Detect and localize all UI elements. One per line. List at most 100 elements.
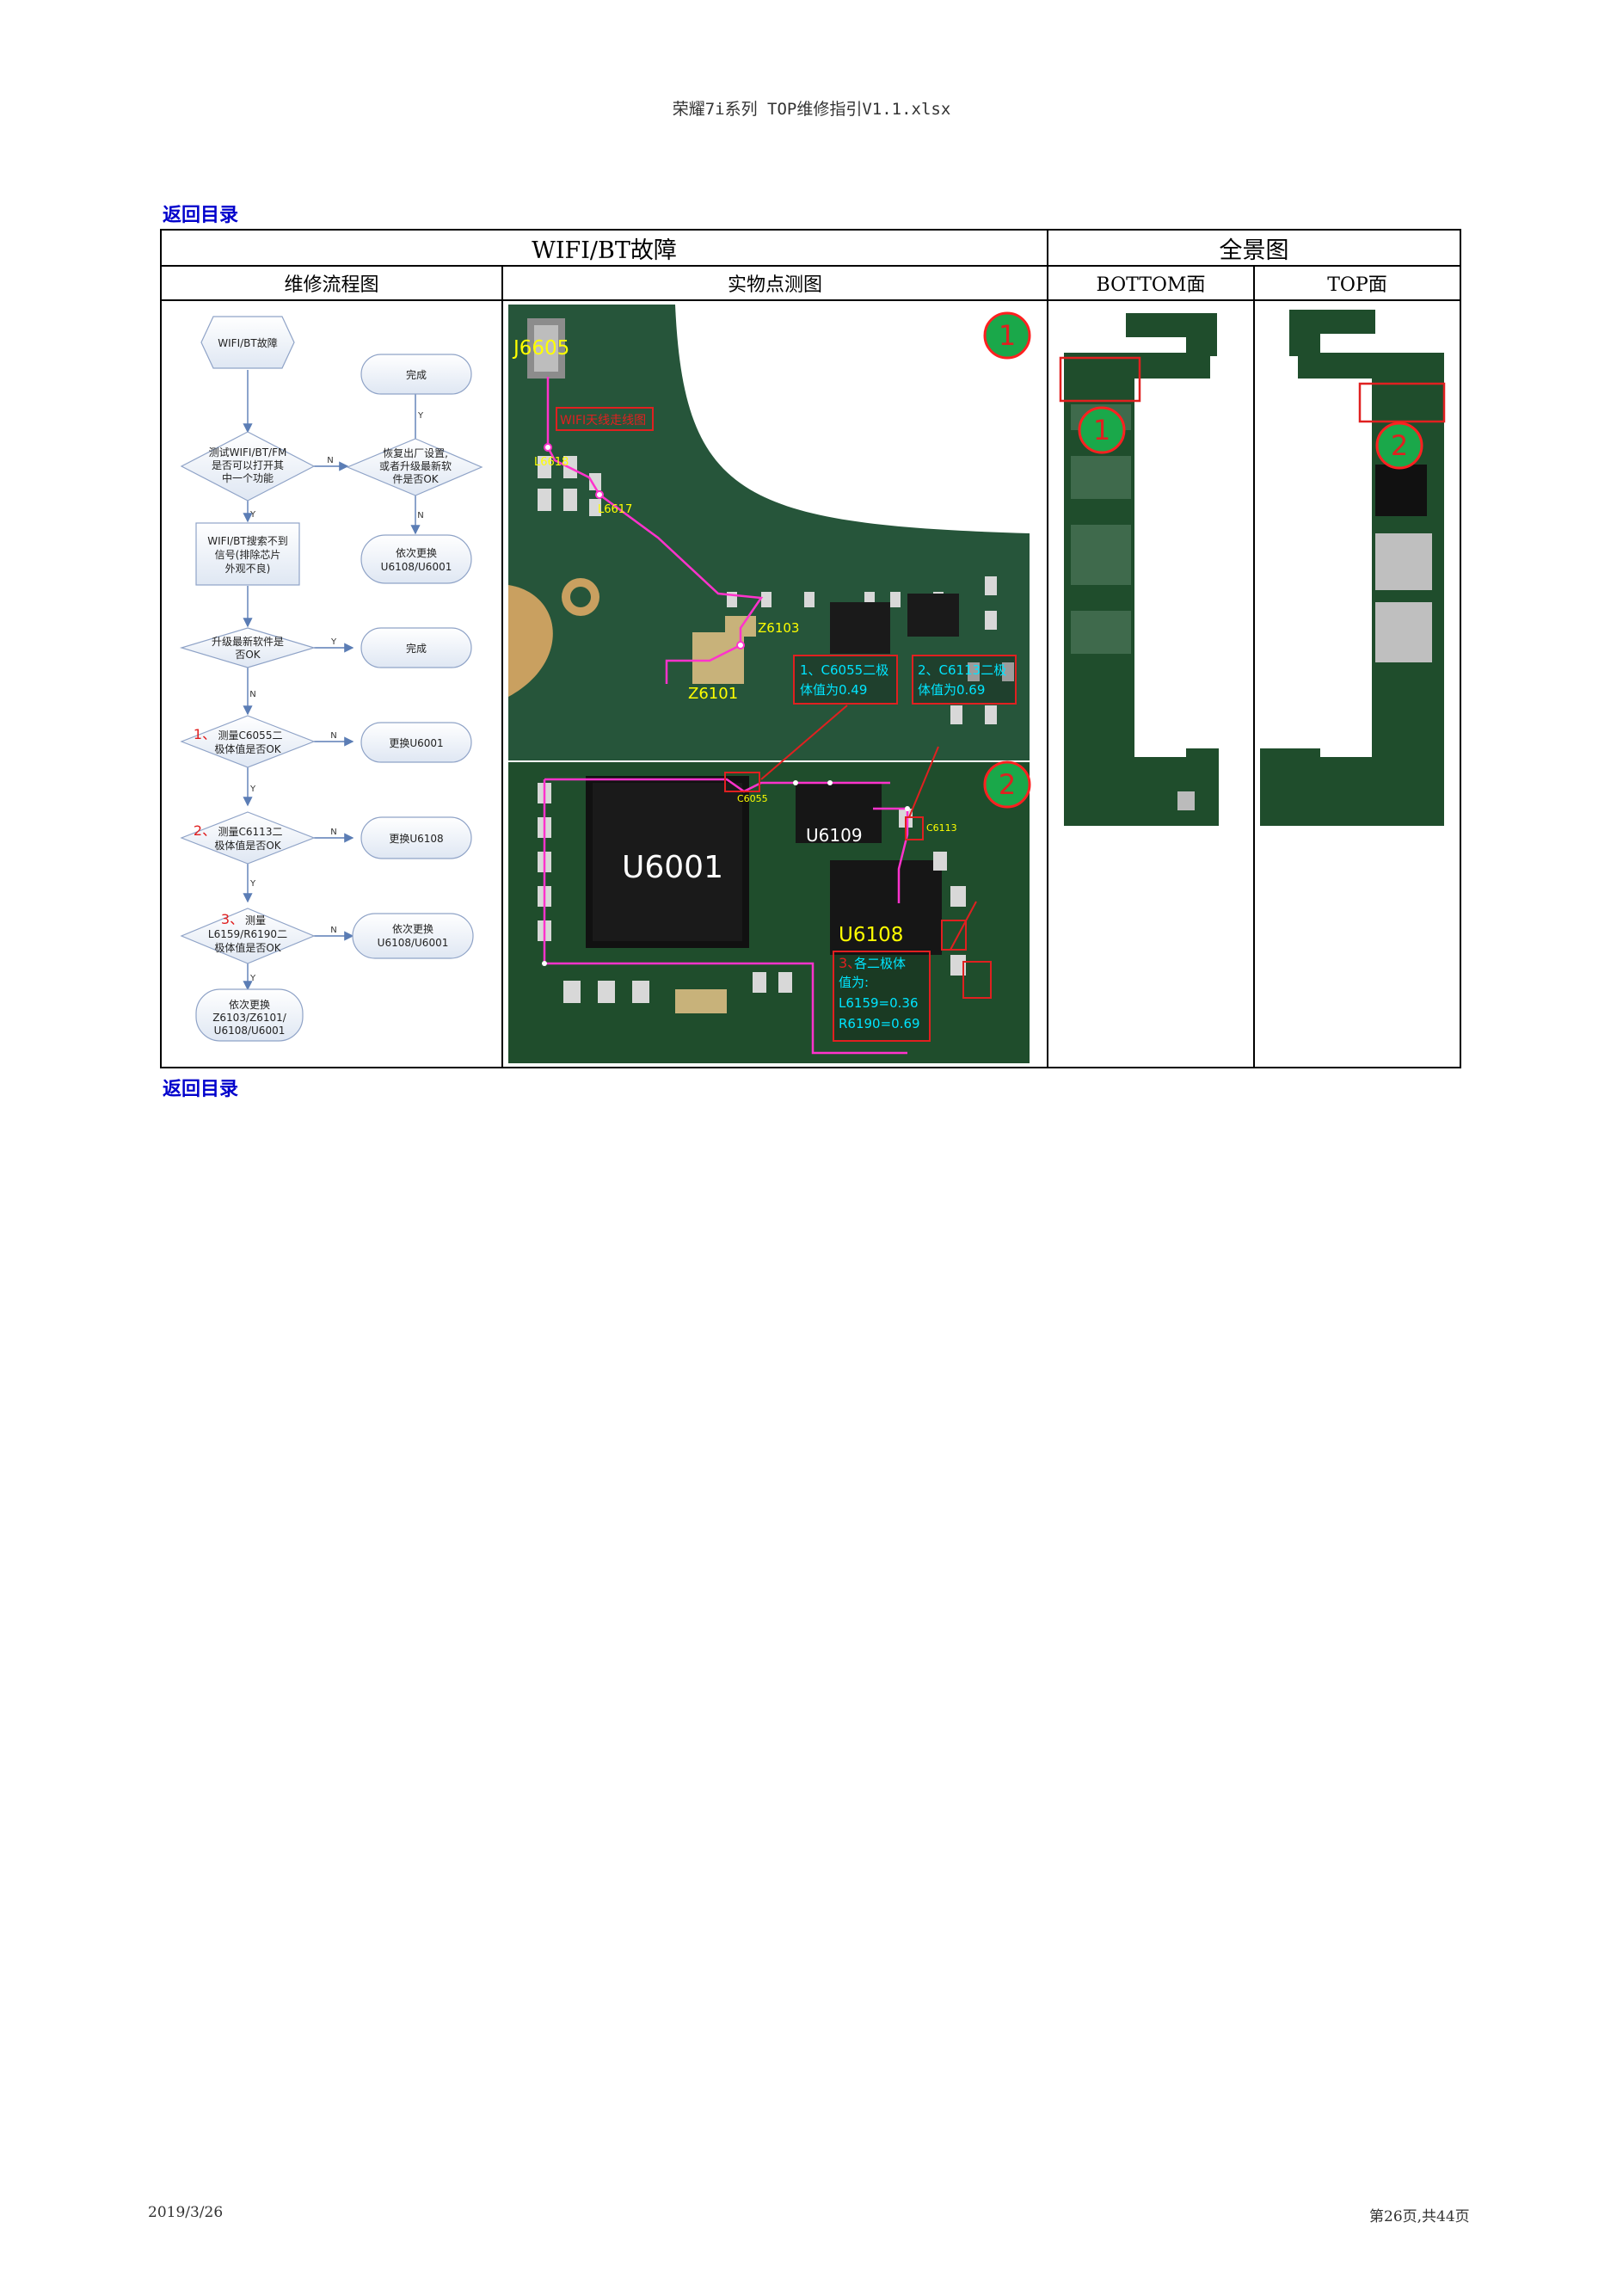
bottom-panorama-cell: 1 [1047, 299, 1255, 1068]
step3-text-2: 极体值是否OK [214, 941, 281, 954]
label-y-6: Y [249, 974, 256, 983]
note3-text-3: L6159=0.36 [839, 995, 919, 1011]
done-text-2: 完成 [406, 642, 427, 655]
photo-column-header: 实物点测图 [501, 265, 1048, 301]
photo-cell: WIFI天线走线图 J6605 L6618 L6617 Z6103 Z6101 … [501, 299, 1048, 1068]
final-text-1: 依次更换 [229, 998, 270, 1011]
note1-text-2: 体值为0.49 [800, 682, 867, 698]
label-n-6: N [330, 926, 336, 935]
z6101-label: Z6101 [688, 685, 738, 703]
l6617-label: L6617 [598, 503, 632, 516]
u6108-label: U6108 [839, 924, 903, 946]
note2-text-2: 体值为0.69 [918, 682, 985, 698]
panorama-title: 全景图 [1047, 229, 1461, 267]
back-to-index-link-top[interactable]: 返回目录 [163, 204, 239, 226]
replace-a-text-1: 依次更换 [396, 546, 437, 559]
top-marker-2 [1375, 422, 1423, 470]
step2-number: 2、 [194, 822, 216, 839]
label-y-3: Y [330, 637, 337, 647]
search-box [195, 522, 300, 586]
replace-u6001-terminal [360, 722, 472, 763]
label-y-5: Y [249, 879, 256, 889]
top-marker-2-number: 2 [1391, 429, 1408, 462]
top-column-header: TOP面 [1253, 265, 1461, 301]
label-n-3: N [249, 690, 255, 699]
step1-decision [180, 715, 316, 768]
label-n-5: N [330, 828, 336, 837]
step3-word: 测量 [245, 914, 266, 926]
replace-u6001-text: 更换U6001 [389, 737, 443, 749]
replace-b-text-2: U6108/U6001 [378, 937, 449, 949]
search-text-3: 外观不良) [225, 562, 271, 575]
flow-column-header: 维修流程图 [160, 265, 503, 301]
upgrade-text-1: 升级最新软件是 [212, 635, 284, 648]
step3-decision [180, 908, 316, 964]
photo-marker-1 [983, 311, 1031, 360]
note2-text-1: 2、C6113二极 [918, 662, 1006, 678]
label-n-2: N [417, 511, 423, 520]
replace-b-text-1: 依次更换 [392, 922, 433, 935]
final-text-3: U6108/U6001 [214, 1025, 286, 1037]
label-y-4: Y [249, 785, 256, 794]
bottom-marker-1-number: 1 [1093, 414, 1110, 446]
photo-marker-2-number: 2 [999, 768, 1016, 801]
bottom-column-header: BOTTOM面 [1047, 265, 1255, 301]
note3-number: 3、 [839, 955, 861, 971]
photo-panel-2: U6001 U6109 U6108 C6055 C6113 3、 各二极体 值为… [508, 705, 1031, 1063]
upgrade-text-2: 否OK [235, 649, 261, 661]
restore-text-3: 件是否OK [392, 473, 439, 485]
test-decision [180, 431, 316, 502]
document-header: 荣耀7i系列 TOP维修指引V1.1.xlsx [672, 100, 951, 119]
board-photo: WIFI天线走线图 J6605 L6618 L6617 Z6103 Z6101 … [508, 305, 1031, 1063]
repair-flowchart: WIFI/BT故障 测试WIFI/BT/FM 是否可以打开其 中一个功能 恢复出… [179, 316, 483, 1042]
start-hexagon [200, 316, 295, 369]
c6055-label: C6055 [737, 793, 768, 804]
u6001-label: U6001 [622, 850, 723, 885]
step2-decision [180, 811, 316, 865]
fault-title: WIFI/BT故障 [160, 229, 1048, 267]
bottom-board-image: 1 [1059, 313, 1219, 826]
l6618-label: L6618 [534, 456, 569, 469]
start-label: WIFI/BT故障 [218, 336, 277, 349]
bottom-marker-1 [1078, 406, 1126, 454]
c6113-label: C6113 [926, 822, 957, 834]
done-text-1: 完成 [406, 368, 427, 381]
note3-text-1: 各二极体 [854, 956, 906, 971]
label-n-1: N [327, 456, 333, 465]
replace-a-text-2: U6108/U6001 [381, 561, 452, 573]
replace-u6108-text: 更换U6108 [389, 833, 443, 845]
top-panorama-cell: 2 [1253, 299, 1461, 1068]
replace-u6108-terminal [360, 816, 472, 859]
test-text-3: 中一个功能 [222, 471, 274, 484]
photo-panel-1: WIFI天线走线图 J6605 L6618 L6617 Z6103 Z6101 … [508, 305, 1031, 760]
flowchart-cell: WIFI/BT故障 测试WIFI/BT/FM 是否可以打开其 中一个功能 恢复出… [160, 299, 503, 1068]
step1-text-1: 测量C6055二 [218, 729, 283, 742]
photo-marker-2 [983, 760, 1031, 809]
test-text-2: 是否可以打开其 [212, 459, 284, 471]
upgrade-decision [179, 627, 317, 668]
note3-text-4: R6190=0.69 [839, 1016, 920, 1031]
search-text-1: WIFI/BT搜索不到 [207, 534, 287, 547]
antenna-label: WIFI天线走线图 [560, 414, 646, 428]
final-text-2: Z6103/Z6101/ [212, 1012, 287, 1024]
j6605-label: J6605 [512, 337, 569, 360]
note1-text-1: 1、C6055二极 [800, 662, 888, 678]
final-terminal [195, 988, 304, 1042]
step2-text-1: 测量C6113二 [218, 826, 283, 838]
z6103-label: Z6103 [758, 620, 799, 636]
label-n-4: N [330, 731, 336, 741]
label-y-2: Y [417, 411, 424, 421]
u6109-label: U6109 [806, 825, 863, 846]
restore-text-2: 或者升级最新软 [379, 459, 452, 472]
test-text-1: 测试WIFI/BT/FM [209, 446, 287, 459]
done-terminal-1 [360, 354, 472, 395]
restore-decision [346, 438, 483, 496]
search-text-2: 信号(排除芯片 [215, 548, 281, 561]
photo-marker-1-number: 1 [999, 319, 1016, 352]
wifi-bt-fault-table: WIFI/BT故障 全景图 维修流程图 实物点测图 BOTTOM面 TOP面 [160, 229, 1461, 1068]
done-terminal-2 [360, 627, 472, 668]
step2-text-2: 极体值是否OK [214, 839, 281, 852]
back-to-index-link-bottom[interactable]: 返回目录 [163, 1078, 239, 1100]
note3-text-2: 值为: [839, 975, 869, 990]
replace-b-terminal [352, 913, 474, 959]
